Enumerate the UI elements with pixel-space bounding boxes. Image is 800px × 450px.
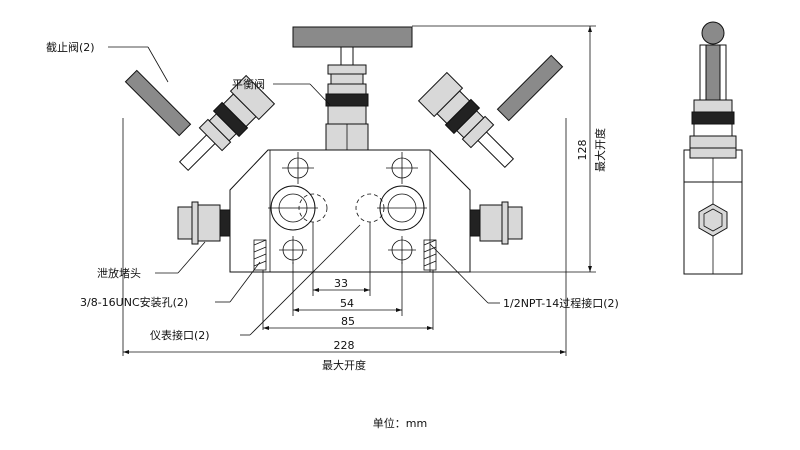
right-drain-plug (469, 201, 523, 245)
instrument-port-label: 仪表接口(2) (150, 328, 210, 342)
dim-128: 128 (576, 140, 589, 161)
stop-valve-label: 截止阀(2) (46, 40, 95, 54)
max-opening-horizontal-label: 最大开度 (322, 358, 366, 372)
unit-label: 单位：mm (373, 416, 427, 430)
leader-lines (108, 46, 500, 336)
right-stop-valve-stem (417, 71, 515, 169)
dimension-lines (122, 25, 596, 356)
left-stop-valve-stem (178, 74, 276, 172)
balance-valve (292, 26, 413, 151)
dim-85: 85 (341, 315, 355, 328)
right-stop-valve (496, 54, 564, 122)
left-stop-valve (124, 69, 192, 137)
mount-hole-label: 3/8-16UNC安装孔(2) (80, 295, 188, 309)
drain-plug-label: 泄放堵头 (97, 266, 141, 280)
balance-valve-label: 平衡阀 (232, 77, 265, 91)
side-view (683, 21, 743, 275)
max-opening-vertical-label: 最大开度 (593, 128, 607, 172)
left-drain-plug (177, 201, 231, 245)
dim-54: 54 (340, 297, 354, 310)
process-port-label: 1/2NPT-14过程接口(2) (503, 297, 619, 310)
dim-33: 33 (334, 277, 348, 290)
body-ports (253, 152, 437, 271)
dim-228: 228 (334, 339, 355, 352)
